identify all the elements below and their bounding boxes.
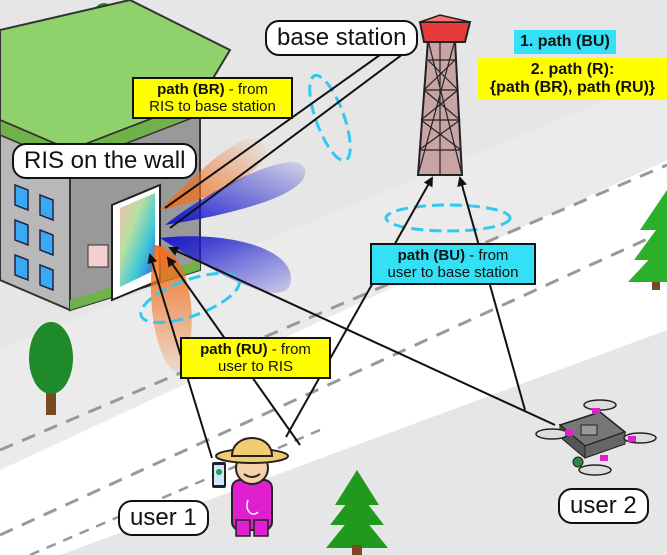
tree-right	[628, 190, 667, 290]
path-br-desc2: RIS to base station	[149, 98, 276, 115]
arrow-user2-to-bs	[457, 176, 526, 411]
path-ru-desc2: user to RIS	[217, 358, 294, 375]
lane-line	[0, 228, 667, 537]
controller-box	[87, 244, 109, 268]
sidewalk	[0, 75, 667, 470]
base-station-tower	[416, 14, 472, 176]
user2-drone	[535, 399, 657, 476]
path-br-desc1: - from	[224, 81, 268, 98]
tree-left	[29, 322, 73, 415]
path-ru-name: path (RU)	[200, 341, 268, 358]
legend-item-1: 1. path (BU)	[514, 30, 616, 54]
tree-bottom	[326, 470, 388, 555]
arrow-user1-to-bs	[285, 176, 433, 438]
path-bu-tag: path (BU) - from user to base station	[370, 243, 536, 285]
path-bu-name: path (BU)	[397, 247, 466, 264]
arrow-ris-to-bs-2	[169, 43, 417, 229]
base-station-label: base station	[265, 20, 419, 56]
legend-item-2-line2: {path (BR), path (RU)}	[489, 79, 656, 96]
legend-item-2-line1: 2. path (R):	[530, 61, 615, 78]
lane-line	[0, 163, 667, 452]
path-ru-desc1: - from	[267, 341, 311, 358]
path-br-tag: path (BR) - from RIS to base station	[132, 77, 293, 119]
ris-panel	[87, 183, 161, 302]
path-ru-tag: path (RU) - from user to RIS	[180, 337, 331, 379]
path-bu-desc2: user to base station	[387, 264, 519, 281]
user2-label: user 2	[558, 488, 649, 524]
path-bu-desc1: - from	[465, 247, 509, 264]
user1-figure	[212, 437, 289, 537]
ris-label: RIS on the wall	[12, 143, 198, 179]
path-br-name: path (BR)	[157, 81, 225, 98]
arrow-ris-to-bs-1	[164, 28, 417, 209]
user1-label: user 1	[118, 500, 209, 536]
legend-item-2: 2. path (R): {path (BR), path (RU)}	[478, 58, 667, 100]
arrow-user2-to-ris-1	[168, 246, 556, 426]
